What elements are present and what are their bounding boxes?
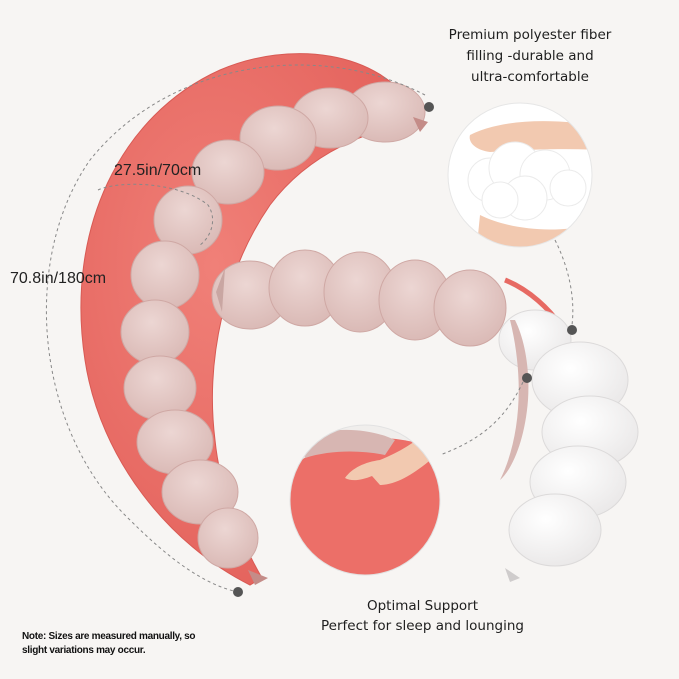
support-caption-line: Optimal Support <box>366 598 479 614</box>
length-start-marker <box>424 102 434 112</box>
width-dimension-label: 27.5in/70cm <box>114 162 202 179</box>
opened-pillow <box>211 249 639 582</box>
support-marker <box>522 373 532 383</box>
filling-detail-circle <box>447 102 593 248</box>
filling-caption-line: Premium polyester fiber <box>448 27 612 43</box>
filling-marker <box>567 325 577 335</box>
filling-caption-line: ultra-comfortable <box>471 69 589 85</box>
support-caption-line: Perfect for sleep and lounging <box>321 618 524 634</box>
support-feature-caption: Optimal Support Perfect for sleep and lo… <box>290 596 555 636</box>
length-dimension-label: 70.8in/180cm <box>10 270 107 287</box>
filling-caption-line: filling -durable and <box>466 48 594 64</box>
length-end-marker <box>233 587 243 597</box>
filling-feature-caption: Premium polyester fiber filling -durable… <box>420 25 640 88</box>
support-detail-circle <box>289 424 441 576</box>
measurement-arcs <box>45 64 426 593</box>
size-disclaimer-note: Note: Sizes are measured manually, so sl… <box>22 631 196 656</box>
crescent-pillow <box>80 53 428 586</box>
